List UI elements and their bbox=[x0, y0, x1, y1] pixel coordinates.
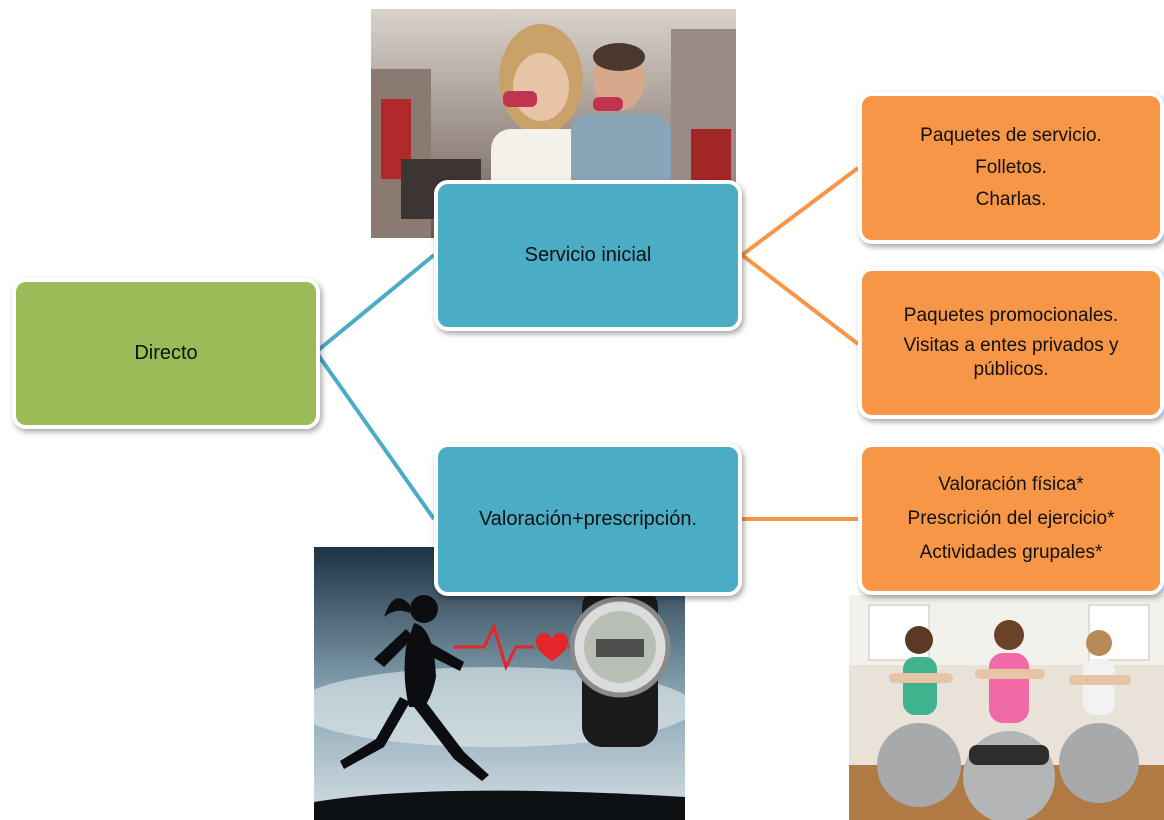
pregnant-exercise-ball-class-photo bbox=[849, 595, 1164, 820]
item-visitas-entes: Visitas a entes privados y públicos. bbox=[903, 335, 1119, 380]
root-node-label: Directo bbox=[134, 342, 198, 364]
node-servicio-inicial: Servicio inicial bbox=[434, 180, 742, 331]
item-paquetes-servicio: Paquetes de servicio. bbox=[920, 125, 1102, 147]
connector-root-to-servicio bbox=[314, 253, 436, 354]
item-actividades-grupales: Actividades grupales* bbox=[919, 541, 1103, 563]
item-valoracion-fisica: Valoración física* bbox=[938, 474, 1084, 496]
item-charlas: Charlas. bbox=[975, 188, 1047, 210]
item-folletos: Folletos. bbox=[975, 157, 1047, 179]
node-valoracion-details: Valoración física* Prescrición del ejerc… bbox=[858, 443, 1164, 595]
node-valoracion-prescripcion: Valoración+prescripción. bbox=[434, 443, 742, 596]
connector-root-to-valoracion bbox=[314, 350, 436, 521]
exercise-class-illustration bbox=[849, 595, 1164, 820]
item-prescricion-ejercicio: Prescrición del ejercicio* bbox=[907, 508, 1115, 530]
connector-servicio-to-box1 bbox=[740, 166, 860, 257]
node-servicio-details: Paquetes de servicio. Folletos. Charlas. bbox=[858, 92, 1164, 244]
node-servicio-inicial-label: Servicio inicial bbox=[524, 244, 652, 266]
node-promocion-details: Paquetes promocionales. Visitas a entes … bbox=[858, 267, 1164, 419]
item-paquetes-promocionales: Paquetes promocionales. bbox=[903, 305, 1119, 327]
root-node-directo: Directo bbox=[12, 278, 320, 429]
connector-servicio-to-box2 bbox=[740, 253, 860, 346]
node-valoracion-prescripcion-label: Valoración+prescripción. bbox=[478, 508, 698, 530]
